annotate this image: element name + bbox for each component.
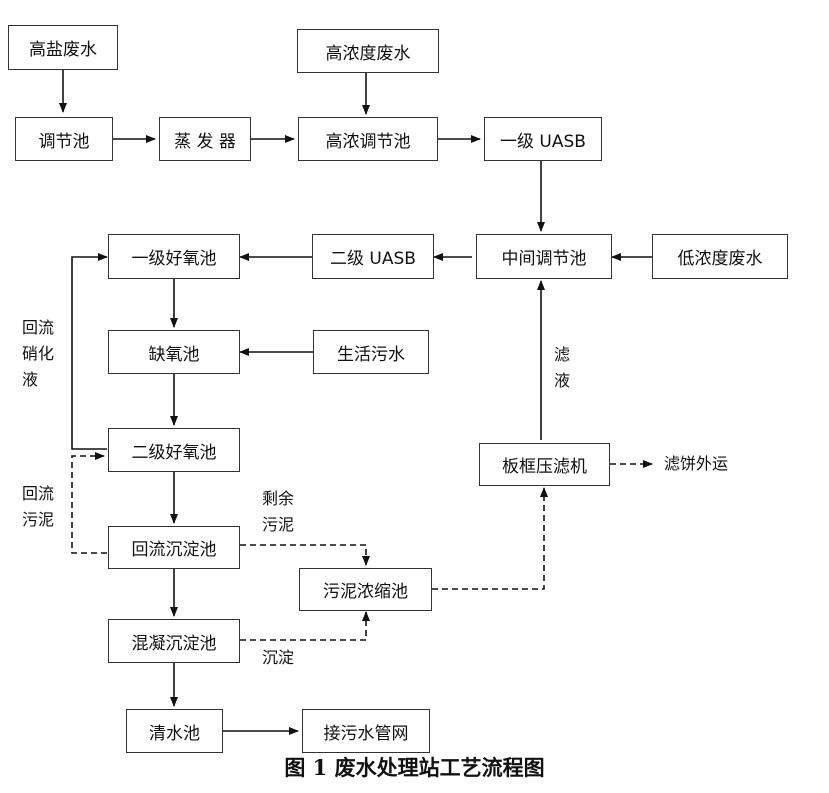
figure-caption: 图 1 废水处理站工艺流程图 <box>284 755 545 780</box>
node-aerobic-tank-2: 二级好氧池 <box>108 428 240 472</box>
arrow-thickener-to-filter-press <box>432 487 548 590</box>
label-return-sludge: 回流 污泥 <box>22 481 54 533</box>
node-aerobic-tank-1: 一级好氧池 <box>108 234 240 279</box>
label-filter-cake-out: 滤饼外运 <box>664 454 729 473</box>
label-return-nitrified-liquid: 回流 硝化 液 <box>22 315 54 393</box>
label-filtrate: 滤 液 <box>554 342 570 394</box>
label-line: 液 <box>22 370 39 389</box>
node-uasb1: 一级 UASB <box>484 117 602 161</box>
node-sludge-thickener: 污泥浓缩池 <box>299 568 432 611</box>
node-middle-regulating-tank: 中间调节池 <box>476 234 612 279</box>
label-line: 剩余 <box>262 489 295 508</box>
arrow-return-sludge <box>71 452 107 554</box>
arrow-excess-sludge <box>240 544 370 566</box>
node-plate-frame-filter-press: 板框压滤机 <box>479 443 610 486</box>
node-return-settling-tank: 回流沉淀池 <box>108 526 240 569</box>
node-clear-water-tank: 清水池 <box>126 709 223 753</box>
label-line: 滤 <box>554 345 571 364</box>
node-uasb2: 二级 UASB <box>312 234 434 279</box>
node-low-conc-wastewater: 低浓度废水 <box>652 234 788 279</box>
node-coagulation-settling-tank: 混凝沉淀池 <box>108 619 240 663</box>
label-line: 污泥 <box>22 510 55 529</box>
label-line: 硝化 <box>22 344 55 363</box>
node-domestic-sewage: 生活污水 <box>313 330 429 374</box>
node-sewer-network: 接污水管网 <box>302 709 430 753</box>
node-anoxic-tank: 缺氧池 <box>108 330 240 374</box>
arrow-sediment-sludge <box>240 611 370 641</box>
node-high-conc-wastewater: 高浓度废水 <box>297 29 439 73</box>
label-line: 液 <box>554 371 571 390</box>
label-sediment: 沉淀 <box>262 648 295 667</box>
node-high-salt-wastewater: 高盐废水 <box>8 25 118 70</box>
node-regulating-tank: 调节池 <box>15 117 113 161</box>
arrow-nitrified-return <box>71 253 108 450</box>
label-excess-sludge: 剩余 污泥 <box>262 486 294 538</box>
label-line: 回流 <box>22 318 55 337</box>
label-line: 回流 <box>22 484 55 503</box>
node-evaporator: 蒸 发 器 <box>159 117 251 161</box>
label-line: 污泥 <box>262 515 295 534</box>
node-high-conc-regulating-tank: 高浓调节池 <box>298 117 438 161</box>
